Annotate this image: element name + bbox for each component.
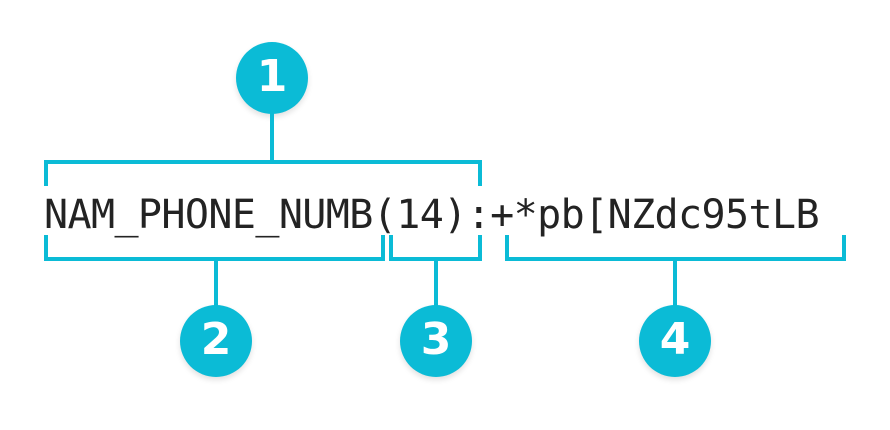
annotation-bracket-2 [44,235,385,261]
code-segment-length: (14) [372,192,468,238]
annotation-stem-1 [270,112,274,162]
annotation-badge-4[interactable]: 4 [639,305,711,377]
annotation-badge-2[interactable]: 2 [180,305,252,377]
annotation-badge-1-label: 1 [256,51,288,102]
annotation-bracket-1 [44,160,482,186]
annotation-bracket-4 [505,235,846,261]
code-segment-field-name: NAM_PHONE_NUMB [44,192,373,238]
annotation-badge-1[interactable]: 1 [236,42,308,114]
annotation-badge-3[interactable]: 3 [400,305,472,377]
code-string: NAM_PHONE_NUMB (14) : +*pb[NZdc95tLB [44,184,846,246]
annotation-badge-2-label: 2 [200,314,232,365]
annotation-stem-3 [434,259,438,307]
annotation-badge-4-label: 4 [659,314,691,365]
annotation-stem-2 [214,259,218,307]
code-segment-value: +*pb[NZdc95tLB [490,192,819,238]
annotation-badge-3-label: 3 [420,314,452,365]
code-segment-separator: : [466,192,491,238]
annotation-bracket-3 [389,235,482,261]
annotation-stem-4 [673,259,677,307]
